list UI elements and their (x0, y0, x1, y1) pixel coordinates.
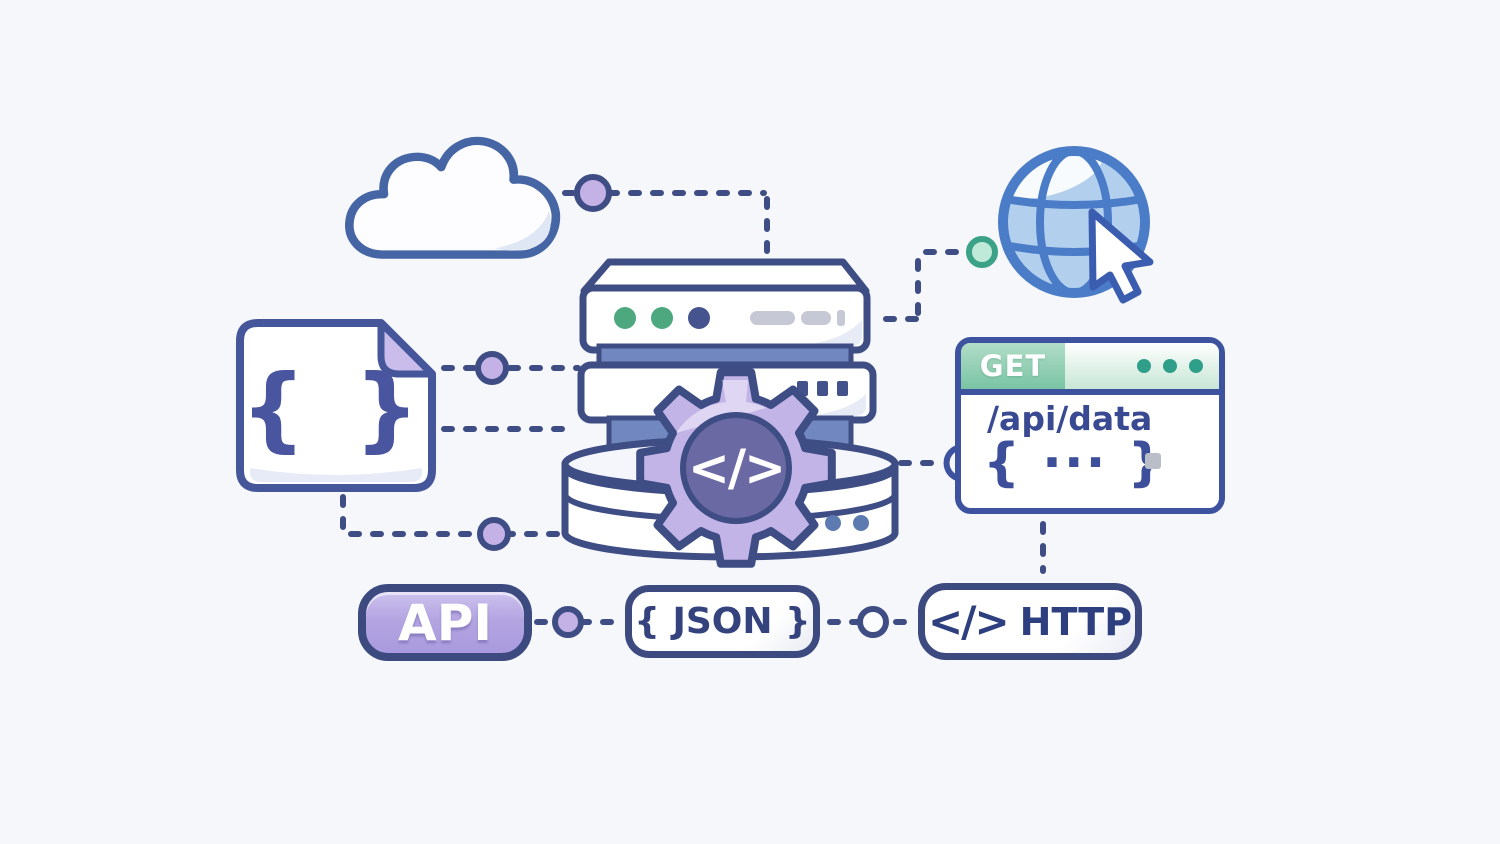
status-dot-blue (688, 307, 710, 329)
api-badge-label: API (398, 593, 492, 652)
json-file-icon: { } (236, 319, 436, 492)
cloud-shading (495, 210, 551, 251)
code-icon: </> (688, 439, 784, 497)
server-top-tier (579, 258, 871, 354)
server-slot-1 (750, 311, 795, 325)
server-slot-2 (801, 311, 831, 325)
gear-icon: </> (636, 368, 836, 568)
http-badge-label: HTTP (1019, 599, 1133, 644)
db-dot-2 (853, 515, 869, 531)
browser-body: /api/data { ··· } (961, 395, 1219, 508)
gray-square (1145, 453, 1161, 469)
api-badge: API (358, 584, 532, 661)
node-cloud (574, 174, 612, 212)
server-vent-3 (837, 381, 848, 396)
node-api-json (552, 606, 584, 638)
response-braces: { ··· } (983, 433, 1167, 493)
server-slot-3 (837, 310, 845, 326)
header-dot-2 (1163, 359, 1177, 373)
gear-highlight (676, 380, 766, 433)
file-fold (377, 319, 436, 378)
file-shading (250, 468, 422, 482)
node-file (475, 351, 509, 385)
node-globe (966, 236, 998, 268)
url-text: /api/data (987, 399, 1153, 438)
json-badge-label: { JSON } (634, 601, 811, 642)
browser-window: GET /api/data { ··· } (955, 337, 1225, 514)
header-dot-3 (1189, 359, 1203, 373)
node-database (477, 517, 511, 551)
header-dot-1 (1137, 359, 1151, 373)
globe-icon (998, 146, 1154, 304)
status-dot-green-1 (614, 307, 636, 329)
cursor-icon (1088, 208, 1154, 304)
status-dot-green-2 (651, 307, 673, 329)
json-badge: { JSON } (625, 585, 820, 658)
node-json-http (857, 606, 889, 638)
server-vent-2 (817, 381, 828, 396)
browser-socket (943, 445, 960, 481)
get-badge: GET (961, 343, 1065, 389)
file-braces: { } (240, 355, 419, 462)
browser-header: GET (961, 343, 1219, 395)
browser-header-right (1065, 343, 1219, 389)
cloud-icon (345, 136, 561, 259)
http-badge: </> HTTP (918, 583, 1142, 660)
http-code-icon: </> (927, 597, 1010, 646)
gear-hub (680, 412, 792, 524)
db-dot-1 (825, 515, 841, 531)
